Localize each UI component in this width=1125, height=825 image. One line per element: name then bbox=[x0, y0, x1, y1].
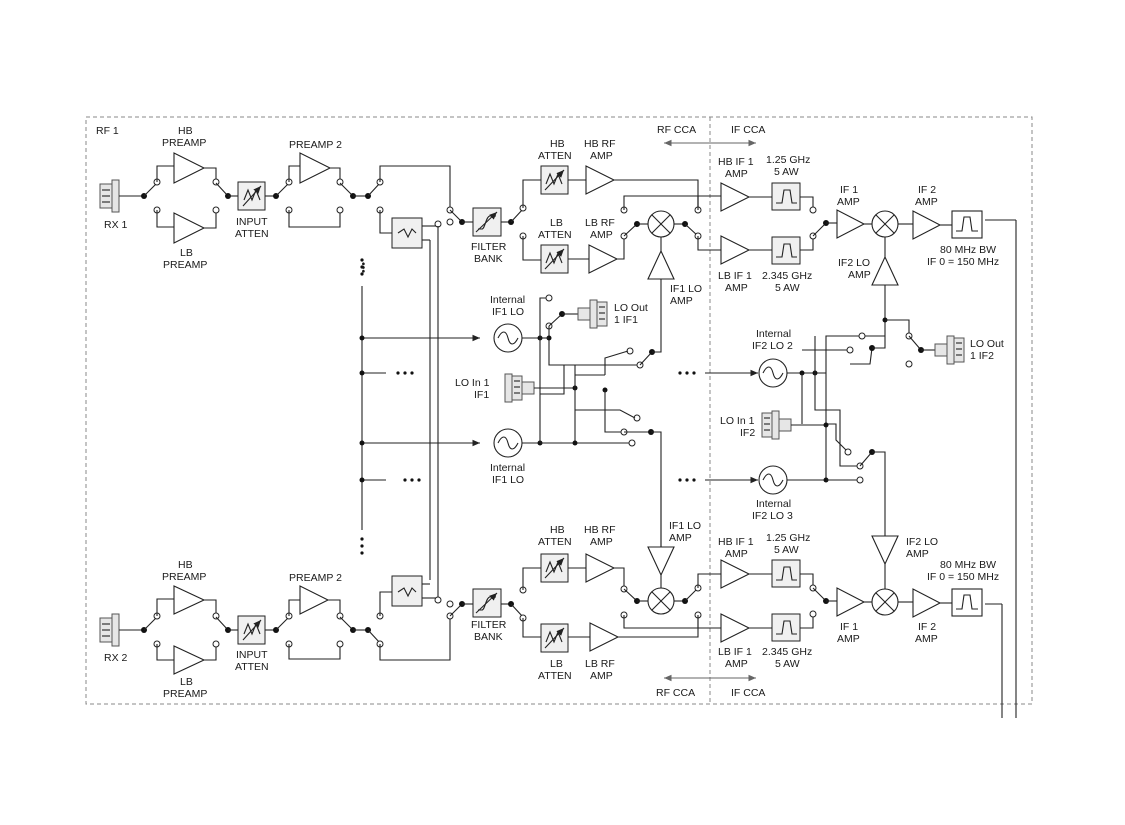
hb-preamp-amplifier bbox=[173, 152, 206, 184]
lo-in-if2-connector[interactable] bbox=[761, 410, 792, 440]
hb-rf-amplifier bbox=[585, 165, 616, 195]
hb-if1-2-amplifier bbox=[720, 559, 751, 589]
rx1-label: RX 1 bbox=[104, 219, 128, 231]
lb-preamp-amplifier bbox=[173, 212, 206, 244]
if2-lo-2-amplifier bbox=[871, 535, 899, 566]
lb-preamp-2-amplifier bbox=[173, 645, 206, 675]
lo-out-if2-connector[interactable] bbox=[934, 335, 965, 365]
preamp2-amplifier bbox=[299, 152, 332, 184]
frame-title: RF 1 bbox=[96, 125, 119, 137]
bpf-2-345ghz bbox=[771, 236, 801, 265]
bpf-2-345ghz-2 bbox=[771, 613, 801, 642]
rf-cca-label-top: RF CCA bbox=[657, 124, 696, 136]
if2-lo-amplifier bbox=[871, 255, 899, 286]
preamp2-2-amplifier bbox=[299, 585, 330, 615]
if-cca-label-top: IF CCA bbox=[731, 124, 765, 136]
hb-rf-2-amplifier bbox=[585, 553, 616, 583]
bpf-1-25ghz bbox=[771, 182, 801, 211]
ellipsis-h2 bbox=[403, 478, 421, 482]
lb-rf-amplifier bbox=[588, 244, 619, 274]
hb-preamp-2-amplifier bbox=[173, 585, 206, 615]
bpf-1-25ghz-2 bbox=[771, 559, 801, 588]
ellipsis-h1 bbox=[396, 371, 414, 375]
rf-cca-label-bottom: RF CCA bbox=[656, 687, 695, 699]
bpf-80mhz bbox=[951, 210, 983, 239]
if-cca-label-bottom: IF CCA bbox=[731, 687, 765, 699]
ellipsis-h3 bbox=[678, 371, 696, 375]
splitter-block bbox=[391, 217, 423, 249]
lb-if1-amplifier bbox=[720, 235, 751, 265]
vertical-ellipsis-bottom bbox=[360, 537, 364, 555]
lb-rf-2-amplifier bbox=[589, 622, 620, 652]
bpf-80mhz-2 bbox=[951, 588, 983, 617]
hb-if1-amplifier bbox=[720, 182, 751, 212]
rx2-label: RX 2 bbox=[104, 652, 128, 664]
ellipsis-h4 bbox=[678, 478, 696, 482]
frame-boundary bbox=[85, 116, 1033, 705]
if1-lo-2-amplifier bbox=[647, 546, 675, 577]
if2-2-amplifier bbox=[912, 588, 942, 618]
rx2-connector[interactable] bbox=[99, 613, 144, 647]
lb-if1-2-amplifier bbox=[720, 613, 751, 643]
splitter-2-block bbox=[391, 575, 423, 607]
lo-out-if1-connector[interactable] bbox=[577, 299, 608, 329]
lo-in-if1-connector[interactable] bbox=[504, 373, 535, 403]
switch-arm bbox=[143, 182, 158, 197]
preamp2-2-label: PREAMP 2 bbox=[289, 572, 342, 584]
if1-lo-amplifier bbox=[647, 249, 675, 280]
rx1-connector[interactable] bbox=[99, 179, 144, 213]
if1-2-amplifier bbox=[836, 587, 866, 617]
vertical-ellipsis-top bbox=[360, 258, 364, 276]
if1-amplifier bbox=[836, 209, 866, 239]
if2-amplifier bbox=[912, 210, 942, 240]
preamp2-label: PREAMP 2 bbox=[289, 139, 342, 151]
